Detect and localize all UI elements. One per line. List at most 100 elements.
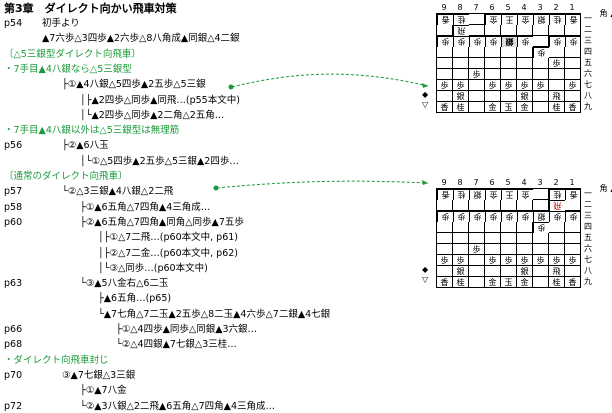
board-square (437, 244, 453, 255)
board-square (533, 233, 549, 244)
board-square (565, 69, 581, 80)
board-square (453, 200, 469, 211)
file-number: 9 (441, 178, 447, 187)
board-square (501, 200, 517, 211)
board-square (437, 69, 453, 80)
rank-number: 二 (584, 25, 592, 34)
board-square (565, 222, 581, 233)
board-square: 金 (517, 277, 533, 288)
rank-number: 七 (584, 80, 592, 89)
board-square (437, 200, 453, 211)
board-square (533, 266, 549, 277)
board-square (533, 244, 549, 255)
move-line: 初手より (42, 18, 80, 29)
board-square (565, 25, 581, 36)
rank-number: 四 (584, 47, 592, 56)
move-line: ├①△4四歩▲同歩△同銀▲3六銀… (116, 324, 258, 335)
board-square (565, 233, 581, 244)
board-square (469, 222, 485, 233)
rank-number: 八 (584, 266, 592, 275)
board-square: 桂 (549, 277, 565, 288)
move-line: │├▲2四歩△同歩▲同飛…(p55本文中) (80, 94, 240, 106)
board-square: 玉 (501, 102, 517, 113)
board-square (533, 102, 549, 113)
page-ref: p66 (4, 324, 23, 335)
board-square: 歩 (453, 255, 469, 266)
board-square (517, 200, 533, 211)
file-number: 8 (457, 178, 463, 187)
file-number: 1 (569, 3, 575, 12)
board-square: 飛 (549, 266, 565, 277)
arrow-origin-dot-2 (213, 185, 219, 191)
board-square (469, 102, 485, 113)
board-square (533, 58, 549, 69)
file-number: 5 (505, 178, 511, 187)
file-number: 6 (489, 3, 495, 12)
board-square (469, 25, 485, 36)
rank-number: 一 (584, 14, 592, 23)
board-square: 歩 (533, 80, 549, 91)
board-square: 歩 (501, 80, 517, 91)
board-square (565, 244, 581, 255)
rank-number: 五 (584, 233, 592, 242)
board-square (469, 80, 485, 91)
file-number: 8 (457, 3, 463, 12)
board-square (453, 69, 469, 80)
board-square (549, 222, 565, 233)
board-square: 歩 (485, 255, 501, 266)
move-line: └②△3三銀▲4八銀△2二飛 (62, 186, 174, 198)
page-ref: p70 (4, 369, 23, 381)
board-square: 銀 (517, 266, 533, 277)
file-number: 4 (521, 3, 527, 12)
board-square: 香 (437, 102, 453, 113)
board-square (469, 91, 485, 102)
board-square (437, 266, 453, 277)
page-ref: p68 (4, 339, 23, 351)
board-square (485, 47, 501, 58)
board-square (453, 222, 469, 233)
file-number: 4 (521, 178, 527, 187)
gote-hand: ▲角 (599, 9, 612, 18)
board-square (533, 91, 549, 102)
board-square (453, 47, 469, 58)
board-square (453, 244, 469, 255)
page-ref: p63 (4, 278, 23, 290)
board-square (485, 69, 501, 80)
board-square: 金 (517, 102, 533, 113)
board-square (549, 47, 565, 58)
board-square (469, 200, 485, 211)
sente-mark-icon: ◆▽ (422, 90, 429, 109)
board-square: 歩 (437, 255, 453, 266)
board-square: 歩 (549, 255, 565, 266)
board-square (565, 47, 581, 58)
file-number: 2 (553, 3, 559, 12)
rank-number: 九 (584, 277, 592, 286)
file-number: 6 (489, 178, 495, 187)
board-square (501, 233, 517, 244)
board-square: 桂 (453, 102, 469, 113)
page-ref: p54 (4, 18, 23, 29)
move-line: │├①△7二飛…(p60本文中, p61) (98, 232, 238, 244)
board-square: 金 (485, 277, 501, 288)
file-number: 7 (473, 3, 479, 12)
move-line: ├①▲7八金 (80, 385, 127, 397)
move-line: ▲7六歩△3四歩▲2六歩△8八角成▲同銀△4二銀 (42, 33, 240, 45)
move-line: ├①▲6五角△7四角▲4三角成… (80, 201, 211, 213)
board-square: 桂 (549, 102, 565, 113)
board-square: 歩 (437, 80, 453, 91)
rank-number: 五 (584, 58, 592, 67)
page-ref: p57 (4, 186, 23, 198)
board-square: 銀 (453, 91, 469, 102)
arrow-to-board-2 (216, 180, 429, 189)
board-square: 桂 (453, 277, 469, 288)
board-square (501, 25, 517, 36)
board-square (469, 266, 485, 277)
board-square (485, 25, 501, 36)
section-heading: ・ダイレクト向飛車封じ (4, 354, 109, 366)
move-line: └▲7七角△7二玉▲2五歩△8二玉▲4六歩△7二銀▲4七銀 (98, 308, 331, 320)
board-square (549, 233, 565, 244)
board-square: 玉 (501, 277, 517, 288)
board-square (565, 266, 581, 277)
board-square (501, 58, 517, 69)
